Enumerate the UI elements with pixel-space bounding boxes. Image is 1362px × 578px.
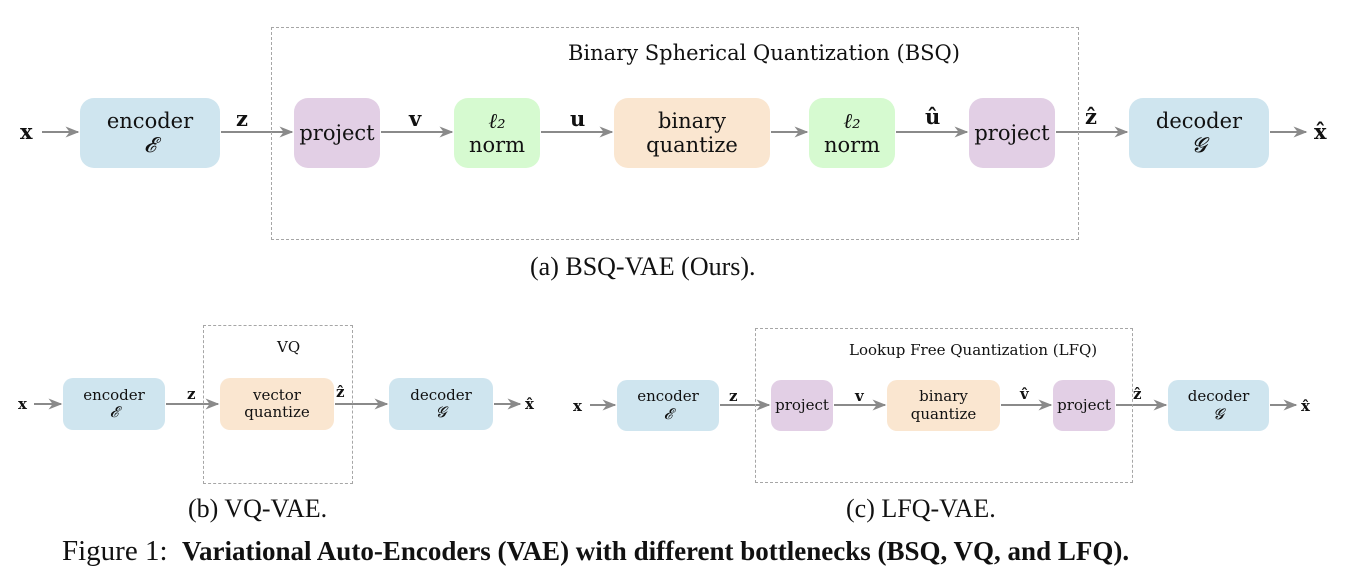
decoder-label: decoder <box>410 385 472 404</box>
project-out-label: project <box>974 120 1050 145</box>
edge-label-z: z <box>729 387 738 405</box>
binary-quantize-node: binary quantize <box>887 380 1000 431</box>
lfq-group-title: Lookup Free Quantization (LFQ) <box>849 341 1098 359</box>
edge-label-v: v <box>409 106 422 131</box>
vq-group-border <box>203 325 353 484</box>
quantize-label: quantize <box>910 404 977 423</box>
vector-quantize-node: vector quantize <box>220 378 334 430</box>
project-in-node: project <box>771 380 833 431</box>
edge-label-z-hat: ẑ <box>336 383 345 401</box>
encoder-label: encoder <box>83 385 145 404</box>
output-x-hat-label: x̂ <box>1301 397 1310 415</box>
project-out-label: project <box>1057 395 1111 414</box>
vector-label: vector <box>253 385 301 404</box>
input-x-label: x <box>573 397 582 415</box>
panel-b-caption: (b) VQ-VAE. <box>188 494 328 523</box>
quantize-label: quantize <box>244 403 310 421</box>
l2-symbol: ℓ₂ <box>488 108 506 133</box>
input-x-label: x <box>20 119 33 144</box>
encoder-label: encoder <box>637 387 699 406</box>
encoder-symbol: 𝓔 <box>663 404 673 423</box>
l2-symbol: ℓ₂ <box>843 108 861 133</box>
encoder-symbol: 𝓔 <box>143 133 157 157</box>
vq-group-title: VQ <box>277 338 301 356</box>
edge-label-z: z <box>187 385 196 403</box>
decoder-node: decoder 𝓖 <box>1168 380 1269 431</box>
norm-label: norm <box>468 133 526 157</box>
decoder-node: decoder 𝓖 <box>389 378 493 430</box>
norm-label: norm <box>823 133 881 157</box>
project-in-node: project <box>294 98 380 168</box>
edge-label-z: z <box>236 106 248 131</box>
edge-label-v: v <box>855 387 864 405</box>
bsq-group-title: Binary Spherical Quantization (BSQ) <box>568 41 960 65</box>
decoder-symbol: 𝓖 <box>1191 133 1207 157</box>
output-x-hat-label: x̂ <box>525 395 534 413</box>
panel-c-caption: (c) LFQ-VAE. <box>846 494 996 523</box>
output-x-hat-label: x̂ <box>1314 119 1327 144</box>
figure-number: Figure 1: <box>62 535 168 567</box>
panel-a-caption: (a) BSQ-VAE (Ours). <box>530 252 756 281</box>
decoder-label: decoder <box>1155 108 1243 133</box>
encoder-node: encoder 𝓔 <box>63 378 165 430</box>
figure-title: Variational Auto-Encoders (VAE) with dif… <box>182 536 1130 566</box>
bsq-group-border <box>271 27 1079 240</box>
encoder-node: encoder 𝓔 <box>617 380 719 431</box>
binary-label: binary <box>919 387 968 406</box>
encoder-symbol: 𝓔 <box>109 403 119 421</box>
project-out-node: project <box>969 98 1055 168</box>
decoder-label: decoder <box>1187 387 1250 406</box>
edge-label-v-hat: v̂ <box>1020 385 1029 403</box>
lfq-group-border <box>755 328 1133 483</box>
edge-label-z-hat: ẑ <box>1085 104 1097 129</box>
decoder-symbol: 𝓖 <box>435 403 447 421</box>
project-in-label: project <box>775 395 829 414</box>
binary-label: binary <box>657 108 727 133</box>
input-x-label: x <box>18 395 27 413</box>
encoder-node: encoder 𝓔 <box>80 98 220 168</box>
quantize-label: quantize <box>646 133 738 157</box>
encoder-label: encoder <box>106 108 194 133</box>
edge-label-u: u <box>570 106 586 131</box>
l2-norm-node-1: ℓ₂ norm <box>454 98 540 168</box>
project-out-node: project <box>1053 380 1115 431</box>
project-in-label: project <box>299 120 375 145</box>
l2-norm-node-2: ℓ₂ norm <box>809 98 895 168</box>
edge-label-z-hat: ẑ <box>1133 385 1142 403</box>
binary-quantize-node: binary quantize <box>614 98 770 168</box>
edge-label-u-hat: û <box>925 104 941 129</box>
decoder-node: decoder 𝓖 <box>1129 98 1269 168</box>
figure-caption: Figure 1: Variational Auto-Encoders (VAE… <box>62 535 1129 568</box>
decoder-symbol: 𝓖 <box>1213 404 1224 423</box>
